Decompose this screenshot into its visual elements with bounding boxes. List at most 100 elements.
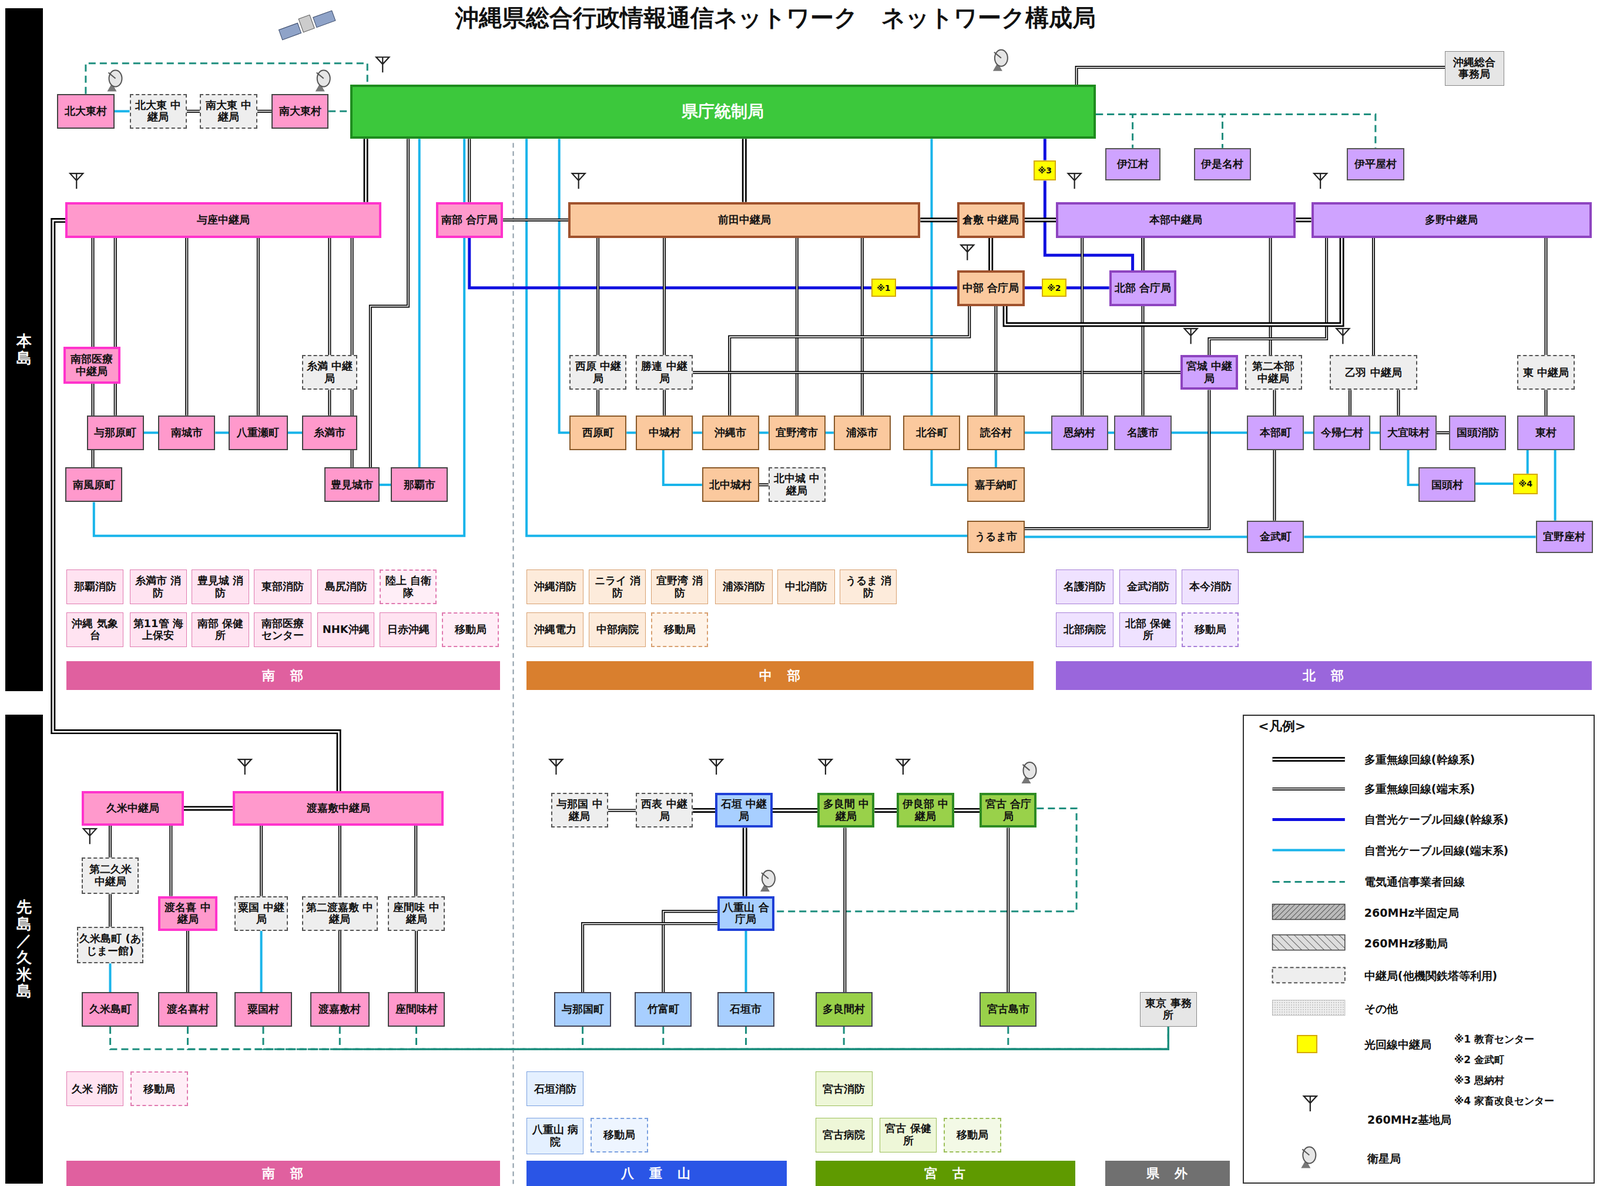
connector: [692, 432, 703, 434]
connector-stroke: [825, 431, 834, 434]
connector-stroke: [416, 930, 418, 992]
node-label: 浦添消防: [722, 580, 766, 593]
connector: [339, 825, 341, 897]
connector: [931, 450, 968, 485]
municipality-box: 大宜味村: [1379, 415, 1437, 451]
node-label: ※2: [1047, 283, 1061, 293]
mobile-station: 移動局: [441, 612, 499, 647]
agency-box: 沖縄電力: [526, 612, 584, 647]
connector-stroke: [995, 306, 997, 416]
region-band: 中 部: [526, 661, 1034, 690]
connector-stroke: [1066, 286, 1110, 290]
node-label: 名護市: [1126, 426, 1159, 439]
connector: [1066, 287, 1110, 288]
dish-feed: [994, 52, 1002, 59]
municipality-box: 多良間村: [815, 991, 873, 1027]
dish-feed: [316, 72, 324, 79]
legend-line-sample: [1272, 881, 1345, 882]
connector-stroke: [1024, 431, 1052, 434]
municipality-box: 恩納村: [1051, 415, 1109, 451]
agency-box: 浦添消防: [715, 569, 773, 605]
node-label: 名護消防: [1063, 580, 1106, 593]
connector: [1303, 536, 1536, 538]
node-label: 金武消防: [1126, 580, 1170, 593]
node-label: 金武町: [1259, 530, 1292, 543]
connector: [582, 1026, 1169, 1049]
node-label: 本島: [16, 332, 32, 367]
connector-stroke: [215, 431, 229, 434]
connector: [186, 111, 201, 112]
agency-box: 本今消防: [1181, 569, 1239, 605]
node-label: 移動局: [603, 1128, 636, 1142]
municipality-box: 読谷村: [967, 415, 1025, 451]
shared-relay: 南大東 中継局: [199, 94, 257, 129]
connector-stroke: [772, 807, 818, 813]
connector: [663, 450, 703, 485]
connector: [187, 930, 189, 992]
legend-text: 衛星局: [1367, 1151, 1401, 1166]
connector: [1076, 67, 1445, 86]
connector-stroke: [1006, 827, 1010, 992]
legend-line-sample: [1272, 849, 1345, 851]
connector-stroke: [259, 825, 263, 897]
node-label: 今帰仁村: [1320, 426, 1364, 439]
connector: [1024, 219, 1057, 221]
fiber-relay: ※1: [871, 278, 897, 297]
connector: [597, 237, 599, 356]
connector: [115, 237, 116, 416]
connector-stroke: [186, 237, 188, 416]
agency-box: 東部消防: [253, 569, 311, 605]
legend-text: 260MHz半固定局: [1364, 905, 1460, 920]
satellite-dish: [317, 69, 331, 87]
connector-stroke: [582, 923, 718, 992]
connector-stroke: [1076, 67, 1445, 86]
municipality-box: 八重瀬町: [228, 415, 288, 451]
connector-stroke: [1526, 450, 1529, 474]
connector-stroke: [52, 220, 339, 791]
legend-swatch: [1296, 1034, 1318, 1053]
connector-stroke: [339, 825, 341, 897]
connector-stroke: [994, 450, 998, 468]
node-label: 座間味 中継局: [390, 901, 443, 926]
connector: [257, 111, 272, 112]
connector-stroke: [692, 370, 1181, 374]
antenna-symbol: [83, 828, 97, 844]
agency-box: 中北消防: [777, 569, 835, 605]
connector-stroke: [1209, 237, 1327, 356]
municipality-box: 与那原町: [86, 415, 144, 451]
node-label: 宮古病院: [822, 1128, 865, 1142]
node-label: 八重瀬町: [236, 426, 280, 439]
diagram-title: 沖縄県総合行政情報通信ネットワーク ネットワーク構成局: [346, 1, 1204, 35]
node-label: 本部中継局: [1149, 213, 1203, 227]
node-label: 先島／久米島: [16, 898, 32, 1000]
municipality-box: 国頭村: [1418, 467, 1476, 502]
connector: [759, 484, 769, 485]
connector-stroke: [1408, 450, 1419, 485]
connector-stroke: [169, 825, 173, 897]
relay-station: 多良間 中継局: [817, 792, 875, 828]
node-label: 多良間 中継局: [820, 797, 871, 823]
node-label: 宜野座村: [1543, 530, 1586, 543]
node-label: 大宜味村: [1387, 426, 1430, 439]
connector: [1545, 237, 1547, 356]
municipality-box: 西原町: [569, 415, 627, 451]
relay-station: 多野中継局: [1311, 202, 1593, 238]
agency-box: 那覇消防: [66, 569, 124, 605]
municipality-box: 宜野湾市: [768, 415, 826, 451]
connector: [608, 809, 636, 811]
connector-stroke: [94, 138, 465, 536]
connector-stroke: [663, 450, 703, 485]
node-label: 宮 古: [924, 1165, 967, 1181]
connector: [85, 63, 368, 95]
node-label: ニライ 消防: [590, 574, 644, 599]
connector-stroke: [896, 286, 958, 290]
node-label: 北大東村: [64, 105, 107, 118]
connector: [663, 237, 665, 356]
connector-stroke: [1397, 389, 1400, 415]
municipality-box: 北中城村: [702, 467, 760, 502]
connector: [663, 389, 665, 415]
connector-stroke: [1108, 431, 1115, 434]
connector-stroke: [1024, 389, 1210, 529]
connector: [743, 138, 745, 203]
connector: [109, 893, 111, 927]
